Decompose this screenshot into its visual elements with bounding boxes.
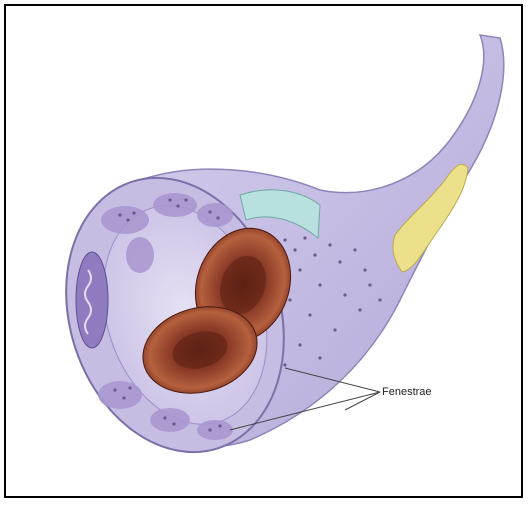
endothelial-nucleus bbox=[76, 252, 108, 348]
fenestrae-label: Fenestrae bbox=[382, 386, 432, 398]
